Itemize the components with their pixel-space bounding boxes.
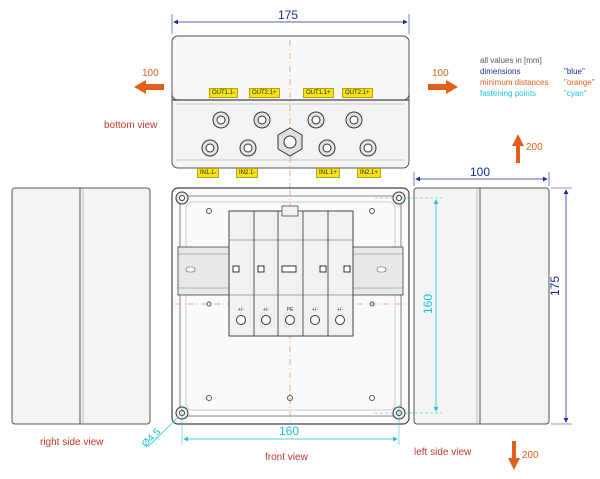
connector-tag: IN2.1- bbox=[236, 168, 259, 178]
fastening-height-label: 160 bbox=[421, 293, 435, 314]
top-width-dimension bbox=[171, 14, 410, 34]
min-distance-top-arrow bbox=[512, 134, 524, 163]
legend-note: all values in [mm] bbox=[480, 56, 542, 65]
bottom-view-label: bottom view bbox=[104, 120, 158, 131]
cable-gland bbox=[318, 139, 336, 157]
min-distance-right-arrow bbox=[428, 80, 458, 94]
min-distance-bottom-arrow bbox=[508, 441, 520, 470]
surge-protector-block bbox=[228, 205, 354, 337]
front-view-label: front view bbox=[265, 452, 308, 463]
connector-tag: OUT2.1+ bbox=[342, 88, 373, 98]
connector-tag: OUT1.1+ bbox=[303, 88, 334, 98]
cable-gland bbox=[239, 139, 257, 157]
right-side-view-label: right side view bbox=[40, 437, 104, 448]
legend-row-min-distances: minimum distances "orange" bbox=[480, 77, 595, 88]
fastening-width-label: 160 bbox=[279, 424, 300, 438]
legend-value: "blue" bbox=[564, 67, 585, 76]
corner-screw bbox=[175, 191, 189, 205]
cable-gland bbox=[212, 111, 230, 129]
fastening-width-dimension bbox=[181, 405, 400, 445]
front-view: +/- +/- PE +/- +/- bbox=[171, 187, 410, 425]
corner-screw bbox=[392, 191, 406, 205]
cable-gland bbox=[345, 111, 363, 129]
cable-gland bbox=[307, 111, 325, 129]
cable-gland bbox=[201, 139, 219, 157]
legend-row-dimensions: dimensions "blue" bbox=[480, 66, 585, 77]
pressure-vent bbox=[277, 127, 303, 157]
fastening-height-dimension bbox=[375, 197, 442, 414]
legend-value: "cyan" bbox=[564, 89, 587, 98]
right-side-view bbox=[11, 187, 151, 425]
cable-gland bbox=[359, 139, 377, 157]
legend-row-fastening: fastening points "cyan" bbox=[480, 88, 587, 99]
connector-tag: IN1.1+ bbox=[316, 168, 340, 178]
bottom-view bbox=[171, 35, 410, 190]
min-distance-right-label: 100 bbox=[432, 68, 449, 79]
legend-key: fastening points bbox=[480, 89, 537, 98]
connector-tag: OUT2.1+ bbox=[249, 88, 280, 98]
min-distance-top-label: 200 bbox=[526, 142, 543, 153]
min-distance-bottom-label: 200 bbox=[522, 450, 539, 461]
legend: all values in [mm] dimensions "blue" min… bbox=[480, 55, 595, 99]
module-marking: PE bbox=[287, 307, 294, 313]
module-marking: +/- bbox=[238, 307, 244, 313]
module-marking: +/- bbox=[337, 307, 343, 313]
height-dimension bbox=[551, 187, 572, 425]
module-marking: +/- bbox=[312, 307, 318, 313]
connector-tag: IN2.1+ bbox=[357, 168, 381, 178]
min-distance-left-arrow bbox=[134, 80, 164, 94]
legend-value: "orange" bbox=[564, 78, 595, 87]
hole-diameter-leader bbox=[147, 416, 179, 448]
height-label: 175 bbox=[548, 275, 562, 296]
legend-key: dimensions bbox=[480, 67, 521, 76]
left-side-view-label: left side view bbox=[414, 447, 472, 458]
legend-key: minimum distances bbox=[480, 78, 549, 87]
cable-gland bbox=[253, 111, 271, 129]
connector-tag: IN1.1- bbox=[197, 168, 220, 178]
connector-tag: OUT1.1- bbox=[209, 88, 239, 98]
min-distance-left-label: 100 bbox=[142, 68, 159, 79]
top-width-label: 175 bbox=[278, 8, 299, 22]
side-depth-label: 100 bbox=[470, 165, 491, 179]
module-marking: +/- bbox=[263, 307, 269, 313]
left-side-view bbox=[413, 187, 550, 425]
side-depth-dimension bbox=[413, 172, 550, 186]
